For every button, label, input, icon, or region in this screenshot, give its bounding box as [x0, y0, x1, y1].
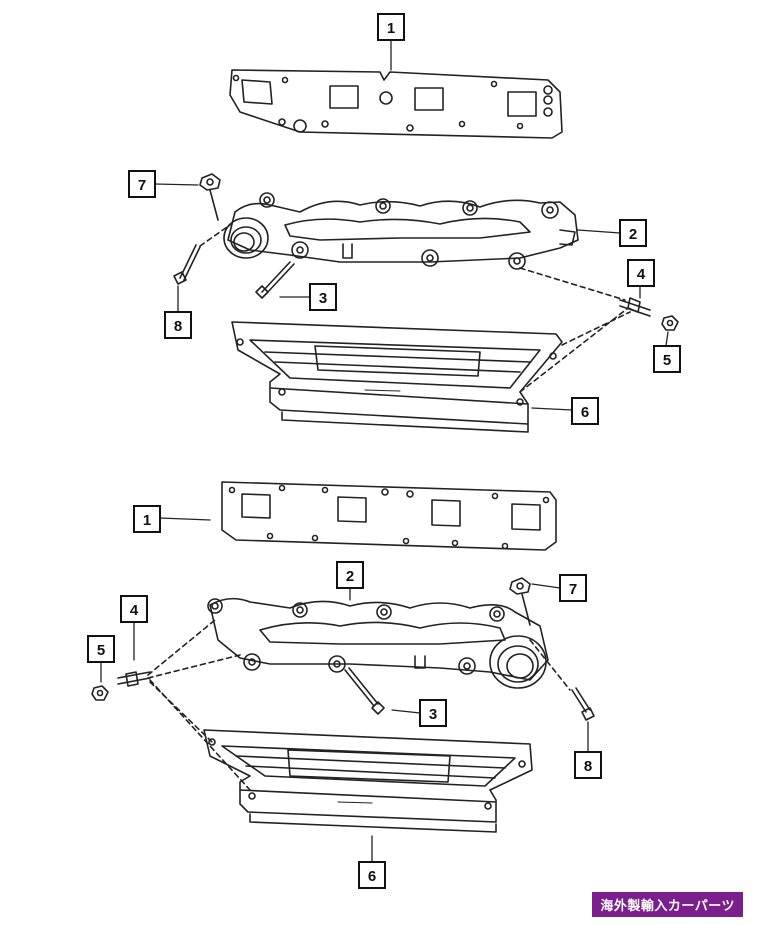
svg-text:1: 1	[143, 512, 151, 529]
top-bolt	[255, 261, 295, 299]
svg-text:3: 3	[429, 706, 437, 723]
bottom-heat-shield	[149, 679, 533, 833]
svg-text:6: 6	[368, 868, 376, 885]
bottom-nut	[91, 685, 109, 701]
callout-top-stud: 4	[627, 259, 655, 287]
top-stud	[519, 267, 651, 317]
bottom-shield-bolt	[509, 577, 531, 626]
callout-top-bolt: 3	[309, 283, 337, 311]
watermark-badge: 海外製輸入カーパーツ	[592, 892, 743, 917]
callout-bottom-shield-bolt: 7	[559, 574, 587, 602]
callout-bottom-bolt: 3	[419, 699, 447, 727]
bottom-manifold-bolt	[529, 639, 595, 721]
svg-text:2: 2	[346, 568, 354, 585]
callout-top-shield-bolt: 7	[128, 170, 156, 198]
top-nut	[661, 315, 679, 331]
bottom-stud	[117, 619, 241, 687]
svg-text:8: 8	[584, 758, 592, 775]
callout-bottom-manifold-bolt: 8	[574, 751, 602, 779]
top-shield-bolt	[199, 173, 221, 221]
callout-bottom-nut: 5	[87, 635, 115, 663]
top-manifold-bolt	[173, 224, 231, 285]
bottom-bolt	[344, 667, 385, 715]
bottom-manifold	[207, 597, 549, 689]
svg-text:5: 5	[97, 642, 105, 659]
callout-bottom-stud: 4	[120, 595, 148, 623]
callout-top-heat-shield: 6	[571, 397, 599, 425]
bottom-gasket	[221, 481, 557, 551]
svg-text:5: 5	[663, 352, 671, 369]
callout-bottom-heat-shield: 6	[358, 861, 386, 889]
svg-text:7: 7	[138, 177, 146, 194]
svg-text:4: 4	[637, 266, 646, 283]
svg-text:4: 4	[130, 602, 139, 619]
svg-text:3: 3	[319, 290, 327, 307]
svg-text:2: 2	[629, 226, 637, 243]
svg-text:6: 6	[581, 404, 589, 421]
top-heat-shield	[231, 307, 631, 433]
svg-text:8: 8	[174, 318, 182, 335]
callout-top-nut: 5	[653, 345, 681, 373]
top-gasket	[229, 69, 563, 139]
callout-top-gasket: 1	[377, 13, 405, 41]
top-manifold	[223, 192, 579, 270]
callout-bottom-gasket: 1	[133, 505, 161, 533]
callout-bottom-manifold: 2	[336, 561, 364, 589]
callout-top-manifold-bolt: 8	[164, 311, 192, 339]
callout-top-manifold: 2	[619, 219, 647, 247]
svg-text:1: 1	[387, 20, 395, 37]
svg-text:7: 7	[569, 581, 577, 598]
